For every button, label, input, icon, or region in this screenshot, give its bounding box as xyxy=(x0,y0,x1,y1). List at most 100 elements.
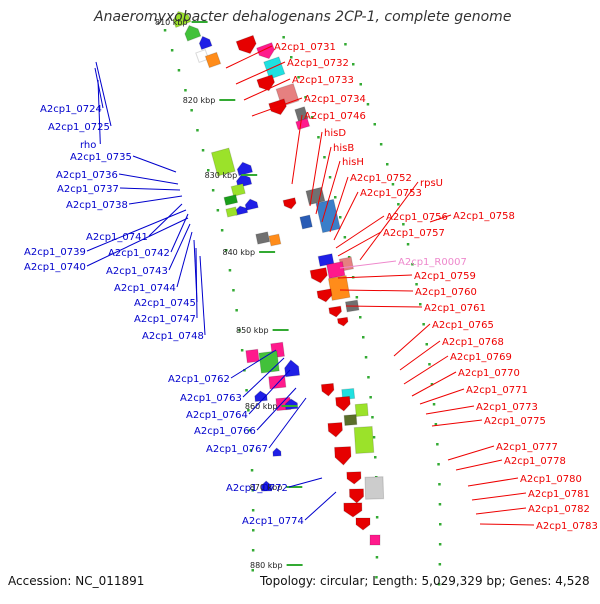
gene-feature xyxy=(346,471,362,485)
track-dot xyxy=(251,509,255,512)
label-a2cp1-0753: A2cp1_0753 xyxy=(360,188,422,199)
label-a2cp1-0746: A2cp1_0746 xyxy=(304,111,366,122)
leader-a2cp1-0747 xyxy=(195,247,198,319)
track-dot xyxy=(375,516,379,519)
scale-tick-830-kbp: 830 kbp xyxy=(205,171,238,180)
gene-feature xyxy=(268,233,282,247)
leader-a2cp1-0731 xyxy=(225,45,273,69)
track-dot xyxy=(201,149,205,152)
label-a2cp1-0735: A2cp1_0735 xyxy=(70,152,132,163)
gene-feature xyxy=(328,305,343,318)
track-dot xyxy=(220,229,224,232)
gene-feature xyxy=(210,147,236,177)
gene-feature xyxy=(198,35,213,51)
leader-a2cp1-0777 xyxy=(447,445,495,461)
gene-feature xyxy=(326,261,346,279)
track-dot xyxy=(432,403,436,406)
leader-a2cp1-0737 xyxy=(119,187,181,191)
accession-text: Accession: NC_011891 xyxy=(8,574,145,588)
label-a2cp1-0741: A2cp1_0741 xyxy=(86,232,148,243)
track-dot xyxy=(228,269,232,272)
track-dot xyxy=(391,183,395,186)
gene-arrow xyxy=(309,267,328,284)
track-dot xyxy=(362,336,365,339)
track-dot xyxy=(415,283,418,286)
gene-feature xyxy=(348,488,365,504)
label-a2cp1-0781: A2cp1_0781 xyxy=(528,489,590,500)
leader-a2cp1-0765 xyxy=(393,323,431,357)
gene-block xyxy=(223,194,239,206)
gene-feature xyxy=(334,446,352,466)
gene-feature xyxy=(315,198,341,234)
gene-feature xyxy=(309,267,328,284)
leader-a2cp1-0781 xyxy=(471,492,527,501)
leader-a2cp1-0778 xyxy=(455,459,503,471)
label-a2cp1-0734: A2cp1_0734 xyxy=(304,94,366,105)
label-a2cp1-0737: A2cp1_0737 xyxy=(57,184,119,195)
leader-a2cp1-0756 xyxy=(335,215,385,249)
gene-block xyxy=(315,198,341,234)
label-rho: rho xyxy=(80,140,96,151)
label-a2cp1-0775: A2cp1_0775 xyxy=(484,416,546,427)
gene-feature xyxy=(327,275,351,301)
gene-arrow xyxy=(282,197,297,210)
leader-a2cp1-0740 xyxy=(86,217,189,267)
label-a2cp1-0740: A2cp1_0740 xyxy=(24,262,86,273)
track-dot xyxy=(235,309,238,312)
leader-a2cp1-0762 xyxy=(230,349,277,379)
label-hisd: hisD xyxy=(324,128,346,139)
label-a2cp1-0778: A2cp1_0778 xyxy=(504,456,566,467)
label-a2cp1-r0007: A2cp1_R0007 xyxy=(398,257,467,268)
leader-a2cp1-0775 xyxy=(431,419,483,427)
leader-a2cp1-0743 xyxy=(168,223,191,271)
track-dot xyxy=(373,123,376,126)
label-a2cp1-0739: A2cp1_0739 xyxy=(24,247,86,258)
label-a2cp1-0747: A2cp1_0747 xyxy=(134,314,196,325)
track-dot xyxy=(369,396,372,399)
label-a2cp1-0763: A2cp1_0763 xyxy=(180,393,242,404)
label-hisb: hisB xyxy=(333,143,354,154)
track-dot xyxy=(379,143,383,146)
track-dot xyxy=(438,503,442,506)
gene-feature xyxy=(268,98,287,116)
label-a2cp1-0762: A2cp1_0762 xyxy=(168,374,230,385)
gene-block xyxy=(353,425,375,455)
gene-feature xyxy=(299,214,313,230)
label-a2cp1-0774: A2cp1_0774 xyxy=(242,516,304,527)
topology-text: Topology: circular; Length: 5,029,329 bp… xyxy=(260,574,590,588)
track-dot xyxy=(419,303,422,306)
gene-arrow xyxy=(334,446,352,466)
label-a2cp1-0742: A2cp1_0742 xyxy=(108,248,170,259)
label-a2cp1-0757: A2cp1_0757 xyxy=(383,228,445,239)
label-a2cp1-0725: A2cp1_0725 xyxy=(48,122,110,133)
gene-feature xyxy=(223,194,239,206)
gene-arrow xyxy=(184,24,202,42)
gene-arrow xyxy=(172,10,192,29)
label-a2cp1-0745: A2cp1_0745 xyxy=(134,298,196,309)
leader-a2cp1-0759 xyxy=(337,274,413,279)
track-dot xyxy=(355,296,359,299)
gene-feature xyxy=(244,198,259,211)
track-dot xyxy=(323,156,326,159)
leader-a2cp1-0774 xyxy=(304,491,337,521)
leader-a2cp1-0725 xyxy=(95,61,112,127)
gene-feature xyxy=(327,421,343,438)
gene-block xyxy=(230,183,246,197)
track-dot xyxy=(249,449,253,452)
track-dot xyxy=(248,429,252,432)
track-dot xyxy=(207,169,210,172)
leader-a2cp1-0752 xyxy=(329,176,349,233)
leader-a2cp1-0780 xyxy=(467,477,519,487)
gene-arrow xyxy=(198,35,213,51)
gene-block xyxy=(268,233,282,247)
track-dot xyxy=(245,389,248,392)
label-a2cp1-0744: A2cp1_0744 xyxy=(114,283,176,294)
label-a2cp1-0780: A2cp1_0780 xyxy=(520,474,582,485)
track-dot xyxy=(434,423,438,426)
track-dot xyxy=(304,96,307,99)
track-dot xyxy=(211,189,215,192)
gene-feature xyxy=(204,51,222,69)
leader-a2cp1-0741 xyxy=(148,203,183,237)
track-dot xyxy=(196,129,199,132)
leader-a2cp1-0746 xyxy=(291,114,303,185)
